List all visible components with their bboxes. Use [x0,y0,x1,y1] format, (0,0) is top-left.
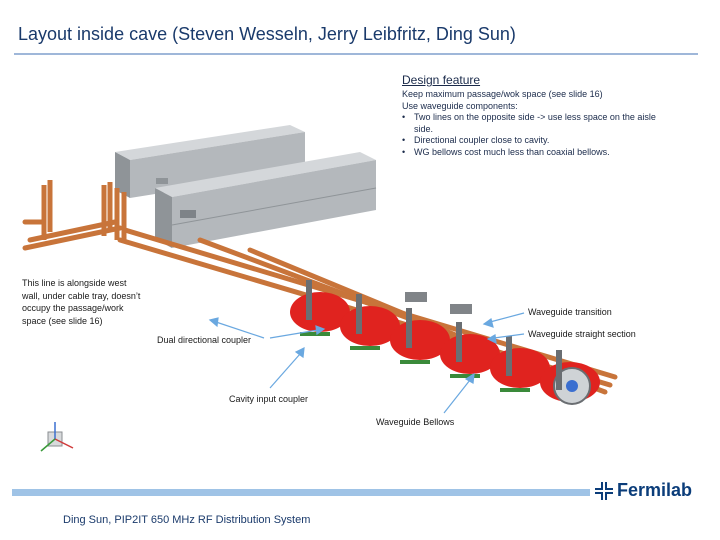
design-feature-heading: Design feature [402,73,481,87]
cave-layout-render [22,125,618,414]
dual-directional-coupler-label: Dual directional coupler [157,335,252,345]
design-use-line: Use waveguide components: [402,100,518,111]
fermilab-logo: Fermilab [594,480,692,501]
design-bullet: Directional coupler close to cavity. [402,135,672,147]
waveguide-straight-section-label: Waveguide straight section [528,329,636,339]
design-bullet: WG bellows cost much less than coaxial b… [402,147,672,159]
design-bullet: Two lines on the opposite side -> use le… [402,112,672,135]
west-wall-note: This line is alongside west wall, under … [22,278,141,326]
footer-text: Ding Sun, PIP2IT 650 MHz RF Distribution… [63,514,311,526]
rack-cabinet-back [115,125,305,198]
waveguide-bellows-label: Waveguide Bellows [376,417,455,427]
fermilab-logo-text: Fermilab [617,480,693,500]
cavity-input-coupler-label: Cavity input coupler [229,394,309,404]
bottom-rule [12,489,590,496]
cavity-string [290,280,600,405]
fermilab-logo-icon [595,481,613,500]
waveguide-transition-label: Waveguide transition [528,307,612,317]
axis-triad-icon [40,422,74,452]
design-feature-body: Keep maximum passage/wok space (see slid… [402,89,672,158]
title-rule [14,53,698,55]
design-bullet-list: Two lines on the opposite side -> use le… [402,112,672,158]
slide-title: Layout inside cave (Steven Wesseln, Jerr… [18,24,516,44]
rack-cabinet-front [155,152,377,248]
callout-arrows [208,312,525,414]
design-intro: Keep maximum passage/wok space (see slid… [402,89,603,99]
